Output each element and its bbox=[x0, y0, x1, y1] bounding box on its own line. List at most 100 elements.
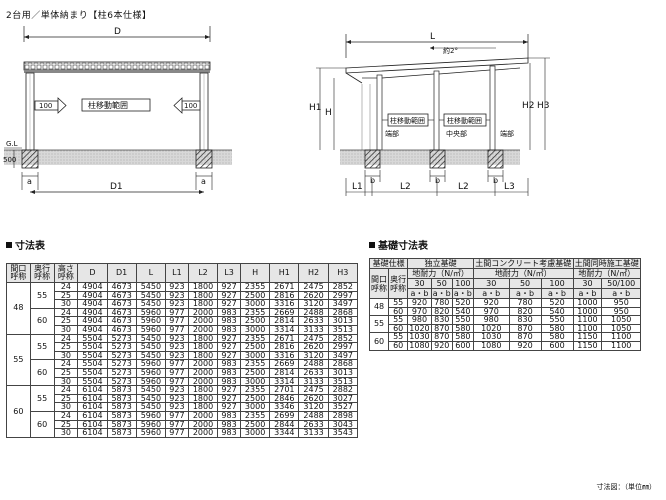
label-a-left: a bbox=[27, 177, 32, 186]
capacity-header: 30 bbox=[472, 278, 510, 289]
value-cell: 2355 bbox=[239, 385, 271, 395]
value-cell: 25 bbox=[53, 342, 79, 352]
value-cell: 5960 bbox=[135, 324, 167, 335]
value-cell: 780 bbox=[508, 298, 542, 308]
column-header: H1 bbox=[269, 263, 300, 283]
width-cell: 60 bbox=[6, 385, 31, 438]
column-header: L2 bbox=[187, 263, 219, 283]
value-cell: 3000 bbox=[239, 428, 271, 438]
depth-header: 奥行呼称 bbox=[388, 268, 409, 299]
value-cell: 1100 bbox=[572, 315, 603, 325]
value-cell: 550 bbox=[540, 315, 574, 325]
value-cell: 2701 bbox=[269, 385, 300, 395]
value-cell: 3497 bbox=[327, 299, 359, 309]
front-view: D G.L 500 100 100 柱移動範囲 a a D1 bbox=[3, 26, 232, 194]
value-cell: 6104 bbox=[77, 410, 108, 421]
capacity-header: 50 bbox=[508, 278, 542, 289]
column-header: H3 bbox=[327, 263, 359, 283]
depth-cell: 60 bbox=[29, 410, 55, 438]
value-cell: 1800 bbox=[187, 282, 219, 292]
value-cell: 1050 bbox=[601, 315, 641, 325]
value-cell: 927 bbox=[217, 385, 241, 395]
value-cell: 3314 bbox=[269, 324, 300, 335]
value-cell: 920 bbox=[407, 298, 432, 308]
value-cell: 3133 bbox=[298, 428, 329, 438]
foundation-table: 基礎仕様独立基礎土間コンクリート考慮基礎土間同時施工基礎間口呼称奥行呼称地耐力（… bbox=[368, 258, 642, 351]
ab-header: a・b bbox=[451, 288, 474, 299]
value-cell: 780 bbox=[430, 298, 453, 308]
label-H2: H2 bbox=[522, 101, 535, 111]
depth-cell: 60 bbox=[29, 307, 55, 335]
value-cell: 2355 bbox=[239, 410, 271, 421]
value-cell: 4904 bbox=[77, 324, 108, 335]
column-header: L bbox=[135, 263, 167, 283]
value-cell: 830 bbox=[508, 315, 542, 325]
value-cell: 600 bbox=[451, 340, 474, 351]
foundation-type-header: 土間同時施工基礎 bbox=[572, 258, 642, 269]
value-cell: 24 bbox=[53, 385, 79, 395]
value-cell: 927 bbox=[217, 342, 241, 352]
diagram-title: 2台用／単体納まり【柱6本仕様】 bbox=[6, 11, 152, 21]
value-cell: 1150 bbox=[572, 340, 603, 351]
value-cell: 2816 bbox=[269, 342, 300, 352]
value-cell: 2699 bbox=[269, 410, 300, 421]
value-cell: 3513 bbox=[327, 324, 359, 335]
value-cell: 550 bbox=[451, 315, 474, 325]
value-cell: 520 bbox=[540, 298, 574, 308]
value-cell: 1080 bbox=[407, 340, 432, 351]
column-header: H bbox=[239, 263, 271, 283]
value-cell: 2882 bbox=[327, 385, 359, 395]
label-L3: L3 bbox=[504, 182, 515, 192]
ab-header: a・b bbox=[540, 288, 574, 299]
ab-header: a・b bbox=[472, 288, 510, 299]
label-H1: H1 bbox=[309, 103, 322, 113]
value-cell: 3000 bbox=[239, 324, 271, 335]
label-end-left: 端部 bbox=[385, 129, 399, 138]
capacity-header: 50/100 bbox=[601, 278, 641, 289]
value-cell: 25 bbox=[53, 367, 79, 378]
column-header: H2 bbox=[298, 263, 329, 283]
value-cell: 927 bbox=[217, 299, 241, 309]
value-cell: 2000 bbox=[187, 324, 219, 335]
value-cell: 30 bbox=[53, 299, 79, 309]
width-cell: 60 bbox=[368, 332, 390, 351]
value-cell: 6104 bbox=[77, 385, 108, 395]
label-end-right: 端部 bbox=[500, 129, 514, 138]
value-cell: 2500 bbox=[239, 367, 271, 378]
value-cell: 3120 bbox=[298, 299, 329, 309]
value-cell: 2488 bbox=[298, 410, 329, 421]
capacity-header: 100 bbox=[451, 278, 474, 289]
value-cell: 55 bbox=[388, 315, 409, 325]
value-cell: 3000 bbox=[239, 299, 271, 309]
capacity-header: 30 bbox=[407, 278, 432, 289]
value-cell: 5873 bbox=[106, 410, 137, 421]
value-cell: 24 bbox=[53, 282, 79, 292]
label-H3: H3 bbox=[537, 101, 550, 111]
unit-footnote: 寸法図：（単位㎜） bbox=[596, 483, 657, 491]
value-cell: 3316 bbox=[269, 299, 300, 309]
label-b-2: b bbox=[435, 176, 440, 185]
value-cell: 2620 bbox=[298, 342, 329, 352]
value-cell: 5273 bbox=[106, 367, 137, 378]
foundation-type-header: 独立基礎 bbox=[407, 258, 474, 269]
bearing-header: 地耐力（N/㎡） bbox=[572, 268, 642, 279]
label-L2-b: L2 bbox=[458, 182, 469, 192]
arrow-left-value: 100 bbox=[39, 102, 52, 110]
value-cell: 2500 bbox=[239, 342, 271, 352]
value-cell: 4904 bbox=[77, 299, 108, 309]
value-cell: 983 bbox=[217, 410, 241, 421]
column-header: D1 bbox=[106, 263, 137, 283]
width-cell: 55 bbox=[368, 315, 390, 334]
value-cell: 6104 bbox=[77, 428, 108, 438]
value-cell: 977 bbox=[165, 324, 189, 335]
